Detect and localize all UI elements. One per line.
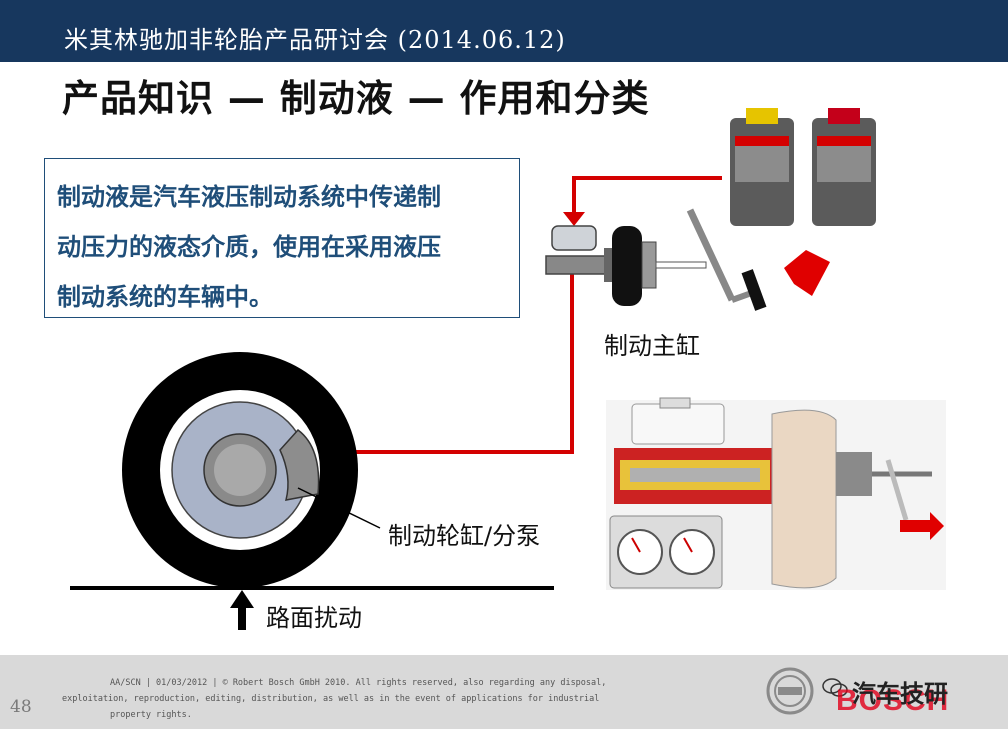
wheel-icon	[122, 352, 358, 588]
legal-line-1: AA/SCN | 01/03/2012 | © Robert Bosch Gmb…	[110, 678, 607, 688]
push-arrow-icon	[784, 250, 830, 296]
bosch-armature-logo-icon	[766, 667, 814, 715]
up-arrow-icon	[230, 590, 254, 630]
presentation-title: 米其林驰加非轮胎产品研讨会 (2014.06.12)	[64, 26, 566, 54]
definition-box: 制动液是汽车液压制动系统中传递制 动压力的液态介质，使用在采用液压 制动系统的车…	[44, 158, 520, 318]
brake-fluid-bottle-icon	[730, 108, 794, 226]
brake-fluid-bottle-icon	[812, 108, 876, 226]
definition-line-2: 动压力的液态介质，使用在采用液压	[57, 233, 441, 261]
title-bar: 米其林驰加非轮胎产品研讨会 (2014.06.12)	[0, 0, 1008, 62]
legal-line-2: exploitation, reproduction, editing, dis…	[62, 694, 600, 704]
definition-line-3: 制动系统的车辆中。	[57, 283, 273, 311]
brake-booster-cutaway-icon	[606, 397, 946, 590]
master-cylinder-icon	[545, 208, 767, 311]
brand-logo: BOSCH	[836, 684, 950, 717]
footer-bar: AA/SCN | 01/03/2012 | © Robert Bosch Gmb…	[0, 655, 1008, 729]
chat-bubble-icon	[822, 678, 848, 697]
slide-heading: 产品知识 — 制动液 — 作用和分类	[62, 77, 650, 120]
hydraulic-line	[312, 176, 722, 454]
watermark-text: 汽车技研	[852, 680, 948, 708]
legal-line-3: property rights.	[110, 710, 192, 720]
road-disturbance-label: 路面扰动	[266, 604, 362, 632]
master-cylinder-label: 制动主缸	[604, 332, 700, 360]
wheel-cylinder-label: 制动轮缸/分泵	[388, 522, 541, 550]
wheel-cylinder-pointer	[297, 487, 381, 529]
definition-line-1: 制动液是汽车液压制动系统中传递制	[57, 183, 441, 211]
brake-system-diagram	[70, 108, 946, 630]
page-number: 48	[10, 697, 32, 717]
